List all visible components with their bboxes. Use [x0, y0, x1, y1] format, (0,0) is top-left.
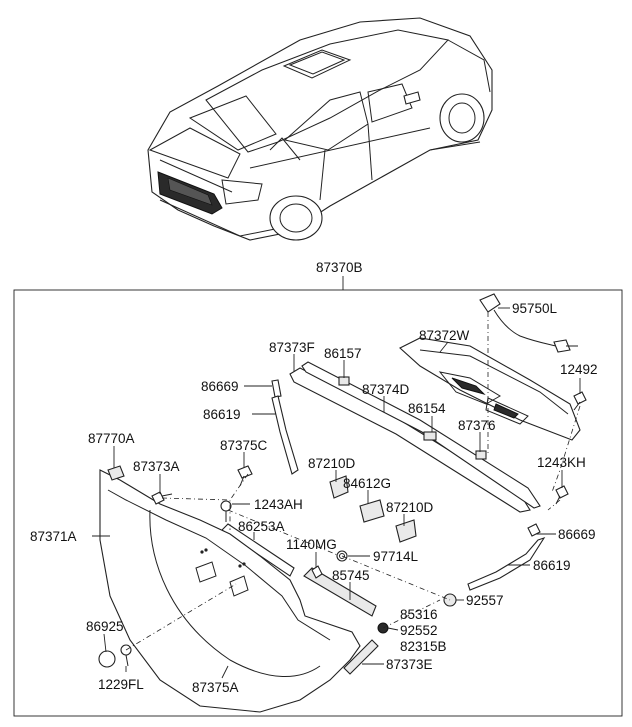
label-87373A: 87373A	[133, 459, 180, 474]
rear-garnish-panel	[99, 469, 361, 713]
label-86925: 86925	[86, 619, 124, 634]
label-87372W: 87372W	[419, 328, 470, 343]
label-1229FL: 1229FL	[98, 677, 144, 692]
label-92557: 92557	[466, 593, 504, 608]
hardware	[98, 376, 587, 668]
label-82315B: 82315B	[400, 639, 447, 654]
label-1140MG: 1140MG	[286, 537, 337, 552]
label-84612G: 84612G	[343, 476, 391, 491]
label-86154: 86154	[408, 401, 446, 416]
label-12492: 12492	[560, 362, 598, 377]
car-illustration	[147, 17, 493, 241]
leader-lines	[92, 307, 581, 679]
trunk-lid-garnish	[399, 337, 581, 441]
label-87376: 87376	[458, 418, 496, 433]
label-87770A: 87770A	[88, 431, 135, 446]
assembly-frame	[13, 276, 623, 717]
label-87374D: 87374D	[362, 382, 410, 397]
label-86253A: 86253A	[238, 519, 285, 534]
label-87370B: 87370B	[316, 260, 363, 275]
label-87373E: 87373E	[386, 657, 433, 672]
label-95750L: 95750L	[512, 301, 558, 316]
label-1243AH: 1243AH	[254, 497, 303, 512]
label-87210D-bottom: 87210D	[386, 500, 434, 515]
label-97714L: 97714L	[373, 549, 419, 564]
label-85316: 85316	[400, 607, 438, 622]
label-87375C: 87375C	[220, 438, 268, 453]
label-86157: 86157	[324, 346, 362, 361]
label-85745: 85745	[332, 568, 370, 583]
part-labels: 87370B 95750L 87372W 87373F 86157 12492 …	[30, 260, 598, 695]
label-87375A: 87375A	[192, 680, 239, 695]
label-86669-top: 86669	[201, 379, 239, 394]
label-1243KH: 1243KH	[537, 455, 586, 470]
label-87210D-top: 87210D	[308, 456, 356, 471]
label-86619-right: 86619	[533, 558, 571, 573]
wire-harness	[479, 293, 578, 353]
label-87373F: 87373F	[269, 340, 315, 355]
label-86669-right: 86669	[558, 527, 596, 542]
label-86619-top: 86619	[203, 407, 241, 422]
label-92552: 92552	[400, 623, 438, 638]
label-87371A: 87371A	[30, 529, 77, 544]
centerlines	[125, 312, 581, 651]
